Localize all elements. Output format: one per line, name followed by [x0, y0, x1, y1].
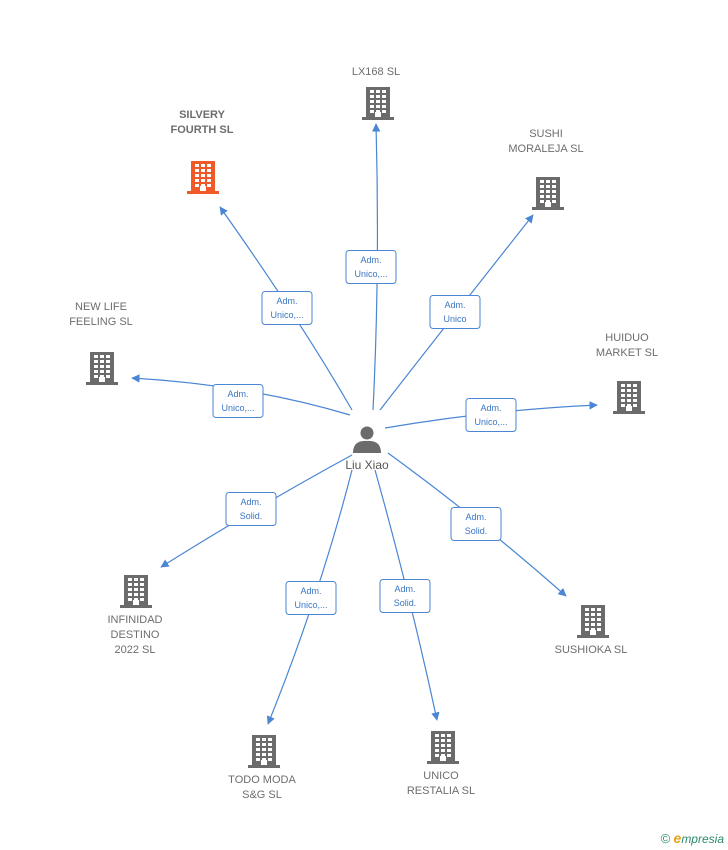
- company-name-infinidad[interactable]: DESTINO: [111, 629, 160, 641]
- edge-role-badge-unico-restalia[interactable]: Adm. Solid.: [379, 579, 431, 613]
- company-name-lx168[interactable]: LX168 SL: [352, 66, 400, 78]
- edge-role-text: Solid.: [394, 598, 417, 608]
- building-icon-infinidad[interactable]: [120, 575, 152, 608]
- edge-role-text: Adm.: [360, 255, 381, 265]
- edge-role-text: Unico: [443, 314, 466, 324]
- company-name-todo-moda[interactable]: TODO MODA: [228, 774, 296, 786]
- edge-role-badge-sushioka[interactable]: Adm. Solid.: [450, 507, 502, 541]
- person-name[interactable]: Liu Xiao: [345, 458, 389, 472]
- edge-role-text: Adm.: [465, 512, 486, 522]
- edge-role-badge-infinidad[interactable]: Adm. Solid.: [225, 492, 277, 526]
- building-icon-unico-restalia[interactable]: [427, 731, 459, 764]
- edge-role-badge-new-life[interactable]: Adm. Unico,...: [212, 384, 264, 418]
- company-name-silvery[interactable]: SILVERY: [179, 109, 226, 121]
- edge-role-text: Adm.: [394, 584, 415, 594]
- edge-role-text: Solid.: [465, 526, 488, 536]
- company-name-infinidad[interactable]: 2022 SL: [115, 644, 156, 656]
- building-icon-huiduo[interactable]: [613, 381, 645, 414]
- building-icon-new-life[interactable]: [86, 352, 118, 385]
- edge-role-text: Unico,...: [221, 403, 254, 413]
- edge-role-text: Adm.: [227, 389, 248, 399]
- edge-role-text: Unico,...: [474, 417, 507, 427]
- edge-role-badge-lx168[interactable]: Adm. Unico,...: [345, 250, 397, 284]
- building-icon-lx168[interactable]: [362, 87, 394, 120]
- company-name-todo-moda[interactable]: S&G SL: [242, 789, 282, 801]
- edge-role-badge-silvery[interactable]: Adm. Unico,...: [261, 291, 313, 325]
- edge-role-text: Adm.: [480, 403, 501, 413]
- company-name-unico-restalia[interactable]: UNICO: [423, 770, 459, 782]
- edge-role-badge-huiduo[interactable]: Adm. Unico,...: [465, 398, 517, 432]
- edge-role-text: Solid.: [240, 511, 263, 521]
- edge-role-text: Unico,...: [270, 310, 303, 320]
- copyright-icon: ©: [660, 831, 671, 846]
- company-name-sushi-moraleja[interactable]: MORALEJA SL: [508, 143, 583, 155]
- company-name-new-life[interactable]: NEW LIFE: [75, 301, 127, 313]
- company-name-unico-restalia[interactable]: RESTALIA SL: [407, 785, 475, 797]
- building-icon-sushi-moraleja[interactable]: [532, 177, 564, 210]
- edge-role-badge-sushi-moraleja[interactable]: Adm. Unico: [429, 295, 481, 329]
- edge-role-badge-todo-moda[interactable]: Adm. Unico,...: [285, 581, 337, 615]
- company-name-new-life[interactable]: FEELING SL: [69, 316, 133, 328]
- company-name-huiduo[interactable]: HUIDUO: [605, 332, 649, 344]
- edge-role-text: Adm.: [240, 497, 261, 507]
- company-name-silvery[interactable]: FOURTH SL: [171, 124, 234, 136]
- brand-footer: © empresia: [661, 830, 724, 846]
- building-icon-silvery[interactable]: [187, 161, 219, 194]
- edge-role-text: Unico,...: [354, 269, 387, 279]
- brand-name: mpresia: [681, 832, 724, 846]
- edge-role-text: Adm.: [444, 300, 465, 310]
- edge-role-text: Adm.: [276, 296, 297, 306]
- building-icon-sushioka[interactable]: [577, 605, 609, 638]
- brand-logo-initial: e: [673, 830, 682, 846]
- edge-role-text: Unico,...: [294, 600, 327, 610]
- building-icon-todo-moda[interactable]: [248, 735, 280, 768]
- company-name-sushioka[interactable]: SUSHIOKA SL: [555, 644, 628, 656]
- company-name-sushi-moraleja[interactable]: SUSHI: [529, 128, 563, 140]
- person-icon[interactable]: [353, 426, 381, 454]
- edge-role-text: Adm.: [300, 586, 321, 596]
- company-name-huiduo[interactable]: MARKET SL: [596, 347, 658, 359]
- company-name-infinidad[interactable]: INFINIDAD: [108, 614, 163, 626]
